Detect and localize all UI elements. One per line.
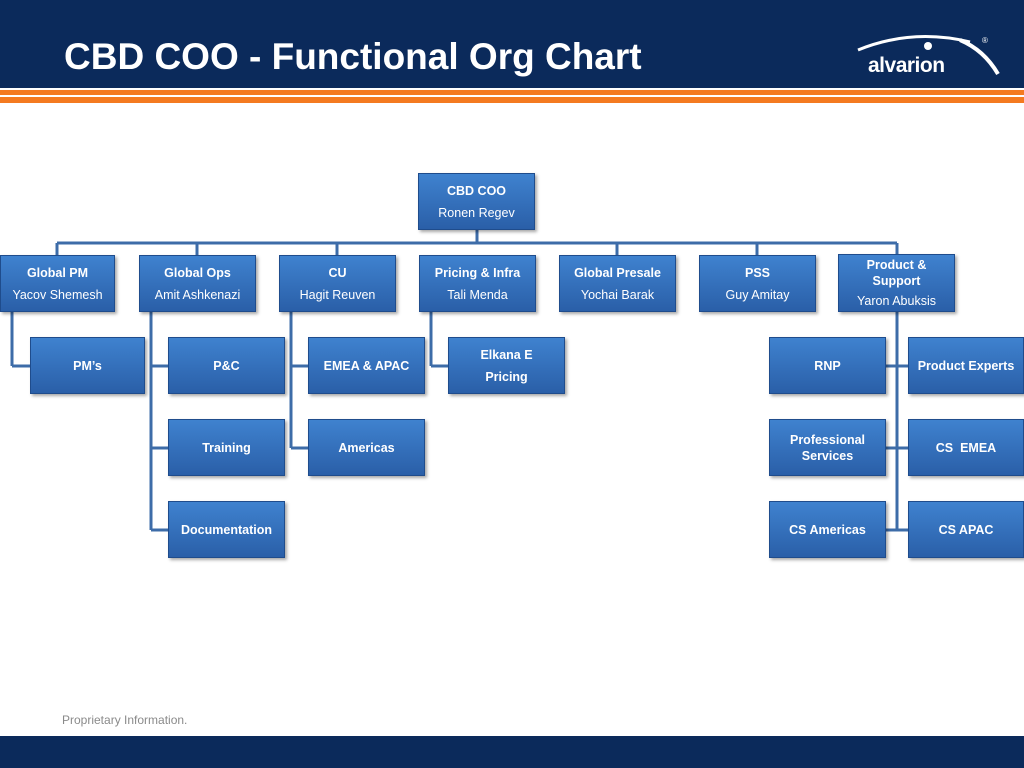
org-node-elkana-pricing: Elkana E Pricing (448, 337, 565, 394)
footer-bar (0, 736, 1024, 768)
node-name: Guy Amitay (725, 287, 790, 302)
org-node-global-presale: Global Presale Yochai Barak (559, 255, 676, 312)
node-title: Americas (338, 440, 395, 455)
node-title: Global Ops (164, 265, 231, 280)
header-divider (0, 88, 1024, 90)
org-node-global-pm: Global PM Yacov Shemesh (0, 255, 115, 312)
node-title: Product Experts (917, 358, 1015, 373)
org-node-pss: PSS Guy Amitay (699, 255, 816, 312)
node-title: Product & Support (866, 258, 927, 288)
orange-stripe-lower (0, 97, 1024, 103)
node-title: PSS (744, 265, 770, 280)
org-node-documentation: Documentation (168, 501, 285, 558)
slide-title: CBD COO - Functional Org Chart (64, 36, 642, 77)
node-title: EMEA & APAC (323, 358, 410, 373)
node-title: CS APAC (938, 522, 994, 537)
org-node-rnp: RNP (769, 337, 886, 394)
org-node-emea-apac: EMEA & APAC (308, 337, 425, 394)
node-title: CS Americas (789, 522, 866, 537)
org-node-product-support: Product & Support Yaron Abuksis (838, 254, 955, 312)
node-name: Hagit Reuven (299, 287, 376, 302)
org-node-pricing-infra: Pricing & Infra Tali Menda (419, 255, 536, 312)
header-bar (0, 0, 1024, 88)
node-name: Yacov Shemesh (12, 287, 103, 302)
org-node-product-experts: Product Experts (908, 337, 1024, 394)
node-title: CU (328, 265, 347, 280)
org-node-global-ops: Global Ops Amit Ashkenazi (139, 255, 256, 312)
registered-mark: ® (982, 36, 988, 45)
node-title: Training (202, 440, 251, 455)
node-title: CBD COO (446, 183, 507, 198)
node-name: Ronen Regev (438, 205, 515, 220)
org-node-cs-emea: CS EMEA (908, 419, 1024, 476)
node-title: P&C (213, 358, 240, 373)
org-node-cbd-coo: CBD COO Ronen Regev (418, 173, 535, 230)
node-title: PM’s (73, 358, 102, 373)
node-title: RNP (814, 358, 841, 373)
node-name: Yochai Barak (580, 287, 655, 302)
logo-text: alvarion (868, 54, 945, 77)
node-name: Amit Ashkenazi (154, 287, 241, 302)
alvarion-logo: alvarion ® (852, 30, 1002, 80)
node-title: Global PM (26, 265, 89, 280)
org-node-cs-americas: CS Americas (769, 501, 886, 558)
org-node-pms: PM’s (30, 337, 145, 394)
node-name: Pricing (485, 369, 528, 384)
node-name: Tali Menda (447, 287, 508, 302)
org-node-pc: P&C (168, 337, 285, 394)
node-title: Pricing & Infra (434, 265, 521, 280)
node-title: CS EMEA (935, 440, 997, 455)
org-node-cs-apac: CS APAC (908, 501, 1024, 558)
org-node-americas: Americas (308, 419, 425, 476)
org-node-cu: CU Hagit Reuven (279, 255, 396, 312)
node-title: Professional Services (789, 432, 866, 463)
node-title: Global Presale (574, 265, 661, 280)
footer-proprietary-text: Proprietary Information. (62, 713, 188, 727)
org-node-training: Training (168, 419, 285, 476)
logo-swoosh-icon (857, 35, 1000, 76)
node-title: Documentation (181, 522, 272, 537)
node-name: Yaron Abuksis (857, 294, 936, 308)
node-title: Elkana E (480, 347, 533, 362)
orange-stripe (0, 90, 1024, 95)
org-node-professional-services: Professional Services (769, 419, 886, 476)
